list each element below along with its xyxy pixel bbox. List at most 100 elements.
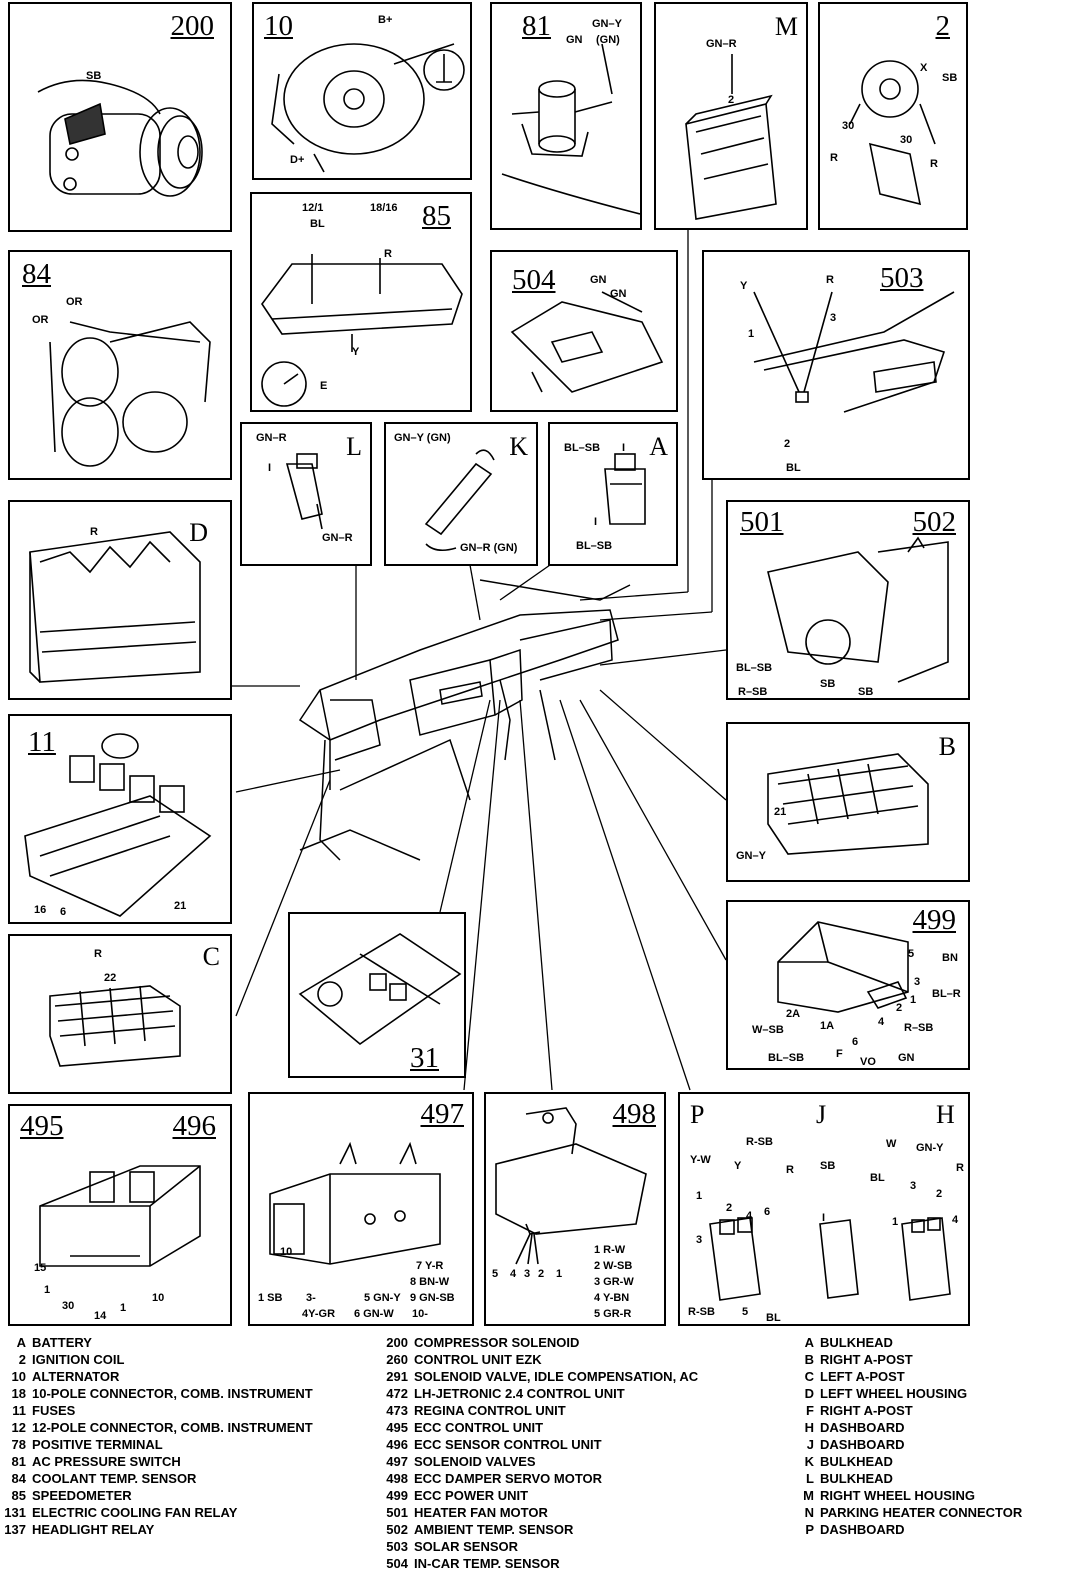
ecc-control-unit-illustration [39,1165,201,1267]
wire-label: Y [740,280,748,292]
legend-code: 497 [386,1454,408,1469]
panel-number: 200 [170,10,215,42]
legend-code: A [16,1335,26,1350]
wire-label: 6 GN-W [354,1308,394,1320]
legend-code: 499 [386,1488,408,1503]
legend-text: DASHBOARD [820,1437,905,1452]
compressor-illustration [37,79,203,197]
panel-number: 503 [880,262,924,294]
panel-495-496: 495 496 15 1 30 14 1 10 [8,1104,232,1326]
wire-label: GN [898,1052,915,1064]
legend-item: A BATTERY [0,1334,313,1351]
wire-label: BL [870,1172,885,1184]
legend-text: ECC POWER UNIT [414,1488,529,1503]
legend-item: C LEFT A-POST [800,1368,1022,1385]
wire-label: BL–R [932,988,961,1000]
wire-label: R–SB [738,686,768,698]
wire-label: 5 [742,1306,749,1318]
legend-code: 498 [386,1471,408,1486]
legend-code: 18 [11,1386,26,1401]
legend-text: HEATER FAN MOTOR [414,1505,548,1520]
panel-number: 31 [410,1042,439,1074]
legend-text: SOLENOID VALVE, IDLE COMPENSATION, AC [414,1369,699,1384]
wire-label: R [826,274,834,286]
wire-label: 1 [556,1268,563,1280]
panel-A: A BL–SB I I BL–SB [548,422,678,566]
legend-text: COMPRESSOR SOLENOID [414,1335,580,1350]
panel-200: 200 SB [8,2,232,232]
wire-label: 8 BN-W [410,1276,450,1288]
legend-code: M [803,1488,814,1503]
legend-text: SPEEDOMETER [32,1488,132,1503]
legend-text: DASHBOARD [820,1420,905,1435]
panel-number: 2 [935,10,951,42]
wire-label: E [320,380,328,392]
connector-illustration [604,453,646,525]
wire-label: R-SB [688,1306,715,1318]
wire-label: OR [32,314,49,326]
legend-text: BULKHEAD [820,1454,893,1469]
legend-code: 291 [386,1369,408,1384]
legend-code: 78 [11,1437,26,1452]
wire-label: R [830,152,838,164]
legend-code: 81 [11,1454,26,1469]
wire-label: 21 [174,900,187,912]
panel-number: 499 [912,904,957,936]
legend-text: BATTERY [32,1335,92,1350]
wire-label: 10 [152,1292,165,1304]
panel-501-502: 501 502 BL–SB R–SB SB SB [726,500,970,700]
panel-L: L GN–R I GN–R [240,422,372,566]
panel-497: 497 10 1 SB 3- 4Y-GR 5 GN-Y 6 GN-W 7 Y-R… [248,1092,474,1326]
legend-code: 260 [386,1352,408,1367]
wire-label: BL [310,218,325,230]
ignition-coil-illustration [849,60,936,206]
wire-label: SB [820,1160,836,1172]
legend-text: ALTERNATOR [32,1369,120,1384]
wire-label: 4Y-GR [302,1308,336,1320]
legend-item: 10 ALTERNATOR [0,1368,313,1385]
wire-label: 5 GR-R [594,1308,632,1320]
speedometer-illustration [261,254,463,407]
legend-code: P [805,1522,814,1537]
wire-label: I [594,516,598,528]
wire-label: BL [786,462,801,474]
wire-label: 18/16 [370,202,398,214]
wire-label: 3 [910,1180,917,1192]
pressure-switch-illustration [501,43,641,215]
legend-text: LEFT A-POST [820,1369,905,1384]
wire-label: 3- [306,1292,316,1304]
legend-code: 131 [4,1505,26,1520]
wire-label: BL–SB [768,1052,805,1064]
wire-label: R [930,158,938,170]
wire-label: 1A [820,1020,835,1032]
wire-label: GN [610,288,627,300]
wire-label: 10 [280,1246,293,1258]
wire-label: GN–R [256,432,287,444]
wire-label: 2 [896,1002,903,1014]
wire-label: GN [590,274,607,286]
panel-letter: M [774,12,798,41]
panel-number: 498 [612,1098,657,1130]
legend-code: 10 [11,1369,26,1384]
legend-code: 503 [386,1539,408,1554]
panel-84: 84 OR OR [8,250,232,480]
wire-label: W–SB [752,1024,784,1036]
panel-letter: B [938,732,956,761]
legend-code: 501 [386,1505,408,1520]
legend-text: HEADLIGHT RELAY [32,1522,155,1537]
legend-code: C [804,1369,814,1384]
panel-C: C R 22 [8,934,232,1094]
legend-code: A [804,1335,814,1350]
panel-10: 10 B+ D+ [252,2,472,180]
legend-text: ECC DAMPER SERVO MOTOR [414,1471,603,1486]
panel-letter: H [936,1100,955,1129]
legend-code: H [804,1420,814,1435]
wire-label: Y-W [690,1154,711,1166]
wire-label: 16 [34,904,47,916]
